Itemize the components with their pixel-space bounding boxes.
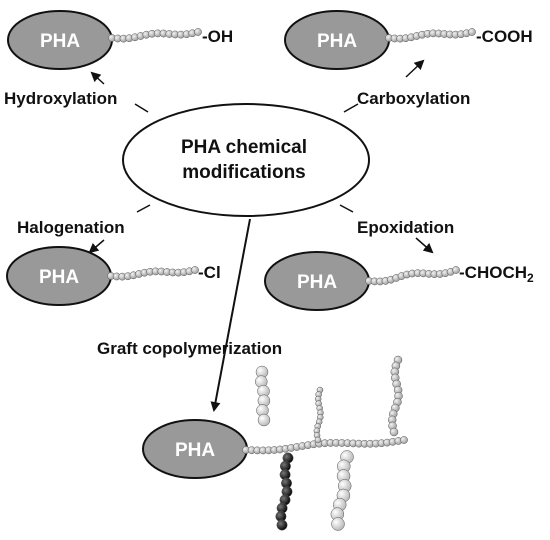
label-carboxylation: Carboxylation <box>357 89 470 108</box>
graft-branch-white <box>331 517 345 531</box>
pha-node-epoxidation: PHA <box>264 251 370 311</box>
arrow-hydroxylation <box>90 71 105 85</box>
end-group-oh: -OH <box>202 27 233 46</box>
pha-label: PHA <box>317 31 357 52</box>
end-group-cl: -Cl <box>198 263 221 282</box>
polymer-chains <box>107 28 476 531</box>
label-epoxidation: Epoxidation <box>357 218 454 237</box>
chain-bead-backbone <box>400 436 408 444</box>
center-node: PHA chemical modifications <box>122 103 370 217</box>
subscript-2: 2 <box>527 271 534 285</box>
graft-branch-short <box>314 436 322 444</box>
chain-bead-cooh <box>468 28 476 36</box>
connector-ticks <box>134 103 359 213</box>
label-hydroxylation: Hydroxylation <box>4 89 117 108</box>
arrow-halogenation <box>88 239 105 254</box>
graft-branch-black <box>276 519 288 531</box>
end-group-chooch2: -CHOCH2 <box>459 263 534 285</box>
arrows <box>88 59 434 412</box>
label-halogenation: Halogenation <box>17 218 125 237</box>
graft-branch-blur <box>257 413 271 427</box>
label-graft-copolymerization: Graft copolymerization <box>97 339 282 358</box>
pha-label: PHA <box>175 440 215 461</box>
chain-bead-oh <box>194 28 202 36</box>
arrow-epoxidation <box>415 237 434 254</box>
graft-branch-right <box>389 427 399 437</box>
pha-node-carboxylation: PHA <box>284 10 390 70</box>
center-title-line2: modifications <box>182 162 306 183</box>
pha-label: PHA <box>297 272 337 293</box>
pha-node-hydroxylation: PHA <box>7 10 113 70</box>
chain-bead-chooch2 <box>452 266 460 274</box>
pha-node-halogenation: PHA <box>6 246 112 306</box>
arrow-graft <box>210 218 251 412</box>
chain-bead-cl <box>191 266 199 274</box>
pha-label: PHA <box>40 31 80 52</box>
end-group-cooh: -COOH <box>476 27 533 46</box>
center-title-line1: PHA chemical <box>181 137 307 158</box>
arrow-carboxylation <box>405 59 425 78</box>
pha-node-graft: PHA <box>142 419 248 479</box>
pha-label: PHA <box>39 267 79 288</box>
